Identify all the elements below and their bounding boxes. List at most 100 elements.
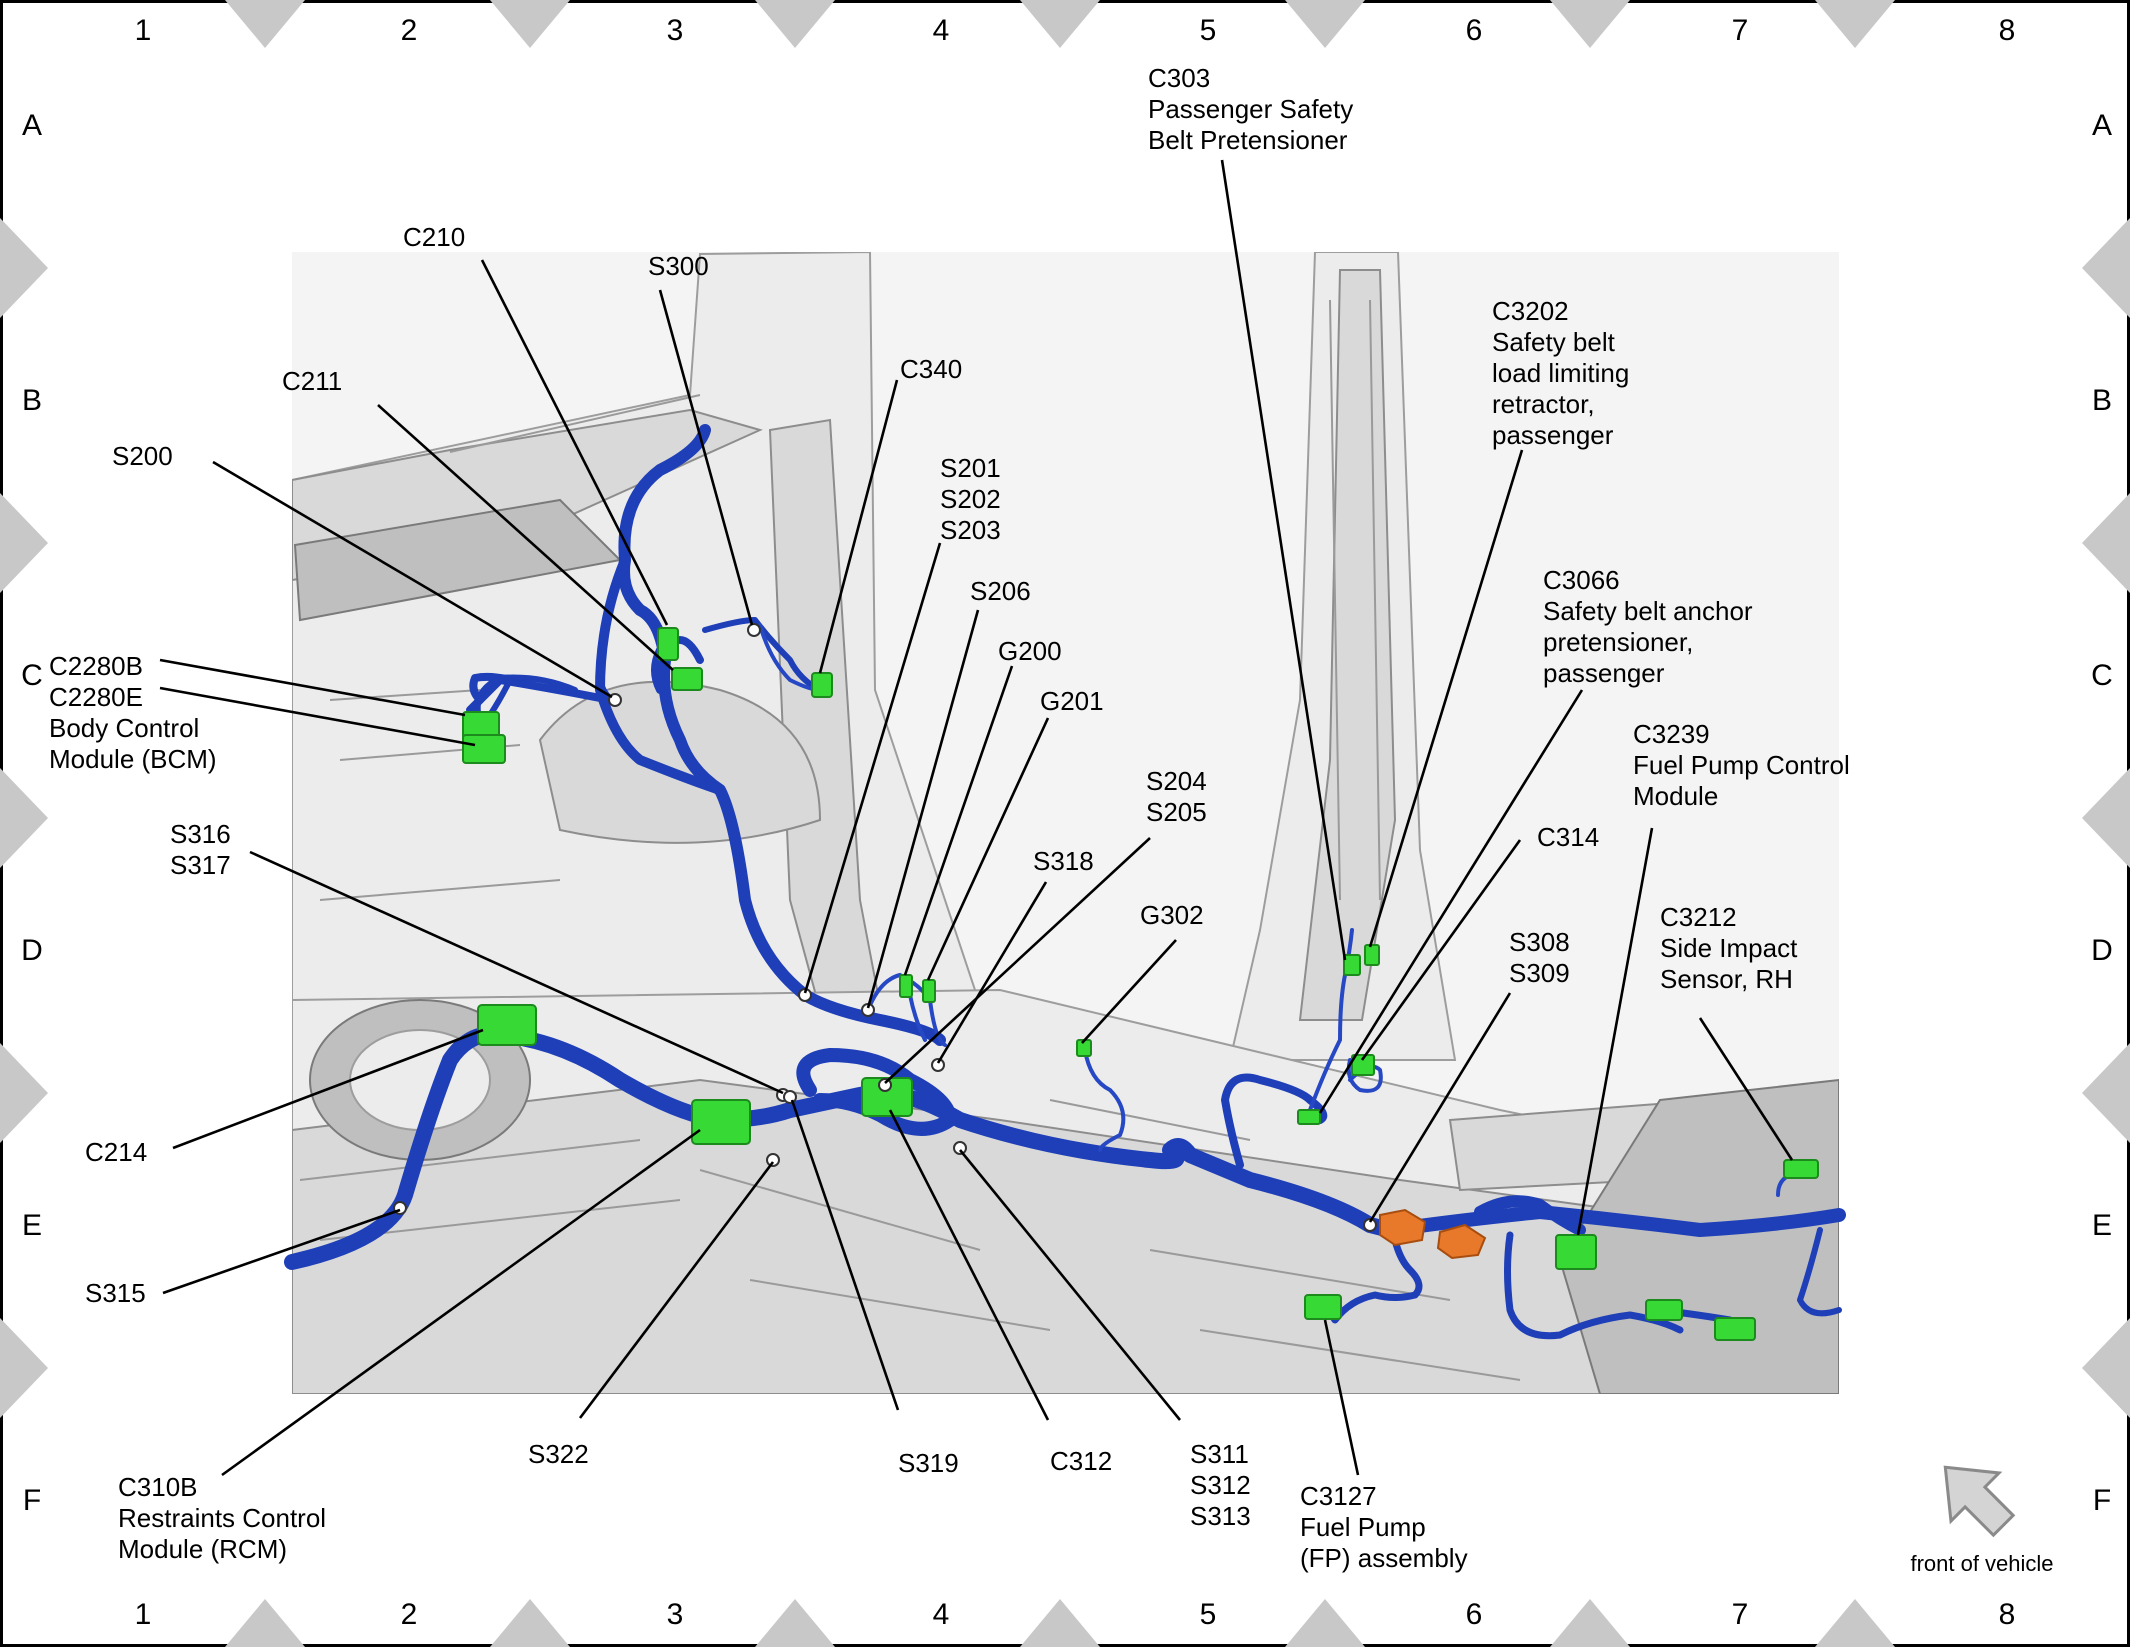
svg-text:S315: S315 [85,1278,146,1308]
svg-text:C2280B: C2280B [49,651,143,681]
svg-text:S309: S309 [1509,958,1570,988]
grid-row-e: E [2092,1209,2112,1242]
svg-text:Sensor, RH: Sensor, RH [1660,964,1793,994]
svg-text:S206: S206 [970,576,1031,606]
grid-row-labels-left: A B C D E F [21,109,43,1517]
callout-s200: S200 [112,441,173,471]
callout-s322: S322 [528,1439,589,1469]
callout-s300: S300 [648,251,709,281]
svg-text:C3202: C3202 [1492,296,1569,326]
leader-lines [159,159,1794,1477]
svg-text:C211: C211 [282,366,342,396]
svg-text:Fuel Pump: Fuel Pump [1300,1512,1426,1542]
splice-s319 [783,1090,797,1104]
splice-s300 [747,623,761,637]
svg-text:C2280E: C2280E [49,682,143,712]
callout-s206: S206 [970,576,1031,606]
connector-c340 [811,672,833,698]
grid-col-1: 1 [135,14,152,47]
svg-text:S203: S203 [940,515,1001,545]
svg-text:S205: S205 [1146,797,1207,827]
grid-col-3: 3 [667,14,684,47]
svg-text:pretensioner,: pretensioner, [1543,627,1693,657]
svg-text:Module (RCM): Module (RCM) [118,1534,287,1564]
connector-c3127 [1304,1294,1342,1320]
svg-text:Module (BCM): Module (BCM) [49,744,217,774]
svg-text:C310B: C310B [118,1472,198,1502]
svg-text:C3127: C3127 [1300,1481,1377,1511]
connector-c214 [477,1004,537,1046]
callout-c3212: C3212 Side Impact Sensor, RH [1660,902,1798,994]
svg-text:S312: S312 [1190,1470,1251,1500]
callout-labels: C303 Passenger Safety Belt Pretensioner … [49,63,1850,1573]
svg-text:Fuel Pump Control: Fuel Pump Control [1633,750,1850,780]
svg-text:retractor,: retractor, [1492,389,1595,419]
callout-c210: C210 [403,222,465,252]
svg-text:C3239: C3239 [1633,719,1710,749]
arrow-icon [1943,1465,2016,1538]
grid-col-6: 6 [1466,14,1483,47]
grid-column-labels-top: 1 2 3 4 5 6 7 8 [135,14,2016,47]
svg-text:G200: G200 [998,636,1062,666]
callout-s308-s309: S308 S309 [1509,927,1570,988]
connector-c3239 [1555,1234,1597,1270]
svg-text:S319: S319 [898,1448,959,1478]
connector-c303 [1343,954,1361,976]
grommet-b [1436,1223,1487,1260]
vehicle-body-illustration [292,252,1839,1394]
orientation-label: front of vehicle [1910,1551,2053,1576]
svg-text:(FP) assembly: (FP) assembly [1300,1543,1468,1573]
splice-s311 [953,1141,967,1155]
grid-col-4: 4 [933,1598,950,1631]
svg-text:S318: S318 [1033,846,1094,876]
callout-c214: C214 [85,1137,147,1167]
svg-text:S316: S316 [170,819,231,849]
connector-c310b [691,1099,751,1145]
svg-text:G201: G201 [1040,686,1104,716]
orientation-indicator: front of vehicle [1910,1465,2054,1576]
grid-row-b: B [2092,384,2112,417]
callout-c310b: C310B Restraints Control Module (RCM) [118,1472,326,1564]
connector-c211 [671,667,703,691]
grid-row-b: B [22,384,42,417]
connector-c3202 [1364,944,1380,966]
connector-c2280e [462,734,506,764]
grid-col-4: 4 [933,14,950,47]
svg-text:C314: C314 [1537,822,1599,852]
connectors [462,627,1819,1341]
connector-c3066 [1297,1109,1321,1125]
grid-row-e: E [22,1209,42,1242]
grid-col-7: 7 [1732,1598,1749,1631]
svg-text:Safety belt: Safety belt [1492,327,1616,357]
splice-s322 [766,1153,780,1167]
svg-text:G302: G302 [1140,900,1204,930]
callout-c2280: C2280B C2280E Body Control Module (BCM) [49,651,217,774]
callout-s319: S319 [898,1448,959,1478]
svg-text:passenger: passenger [1492,420,1614,450]
svg-text:C340: C340 [900,354,962,384]
grid-col-6: 6 [1466,1598,1483,1631]
connector-c3212 [1783,1159,1819,1179]
svg-text:S202: S202 [940,484,1001,514]
grid-row-c: C [2091,659,2113,692]
callout-c3066: C3066 Safety belt anchor pretensioner, p… [1543,565,1753,688]
svg-text:C210: C210 [403,222,465,252]
grid-col-5: 5 [1200,1598,1217,1631]
svg-text:S204: S204 [1146,766,1207,796]
callout-c312: C312 [1050,1446,1112,1476]
svg-text:C3212: C3212 [1660,902,1737,932]
svg-text:S313: S313 [1190,1501,1251,1531]
grid-row-f: F [23,1484,41,1517]
callout-s315: S315 [85,1278,146,1308]
svg-text:S201: S201 [940,453,1001,483]
grid-row-f: F [2093,1484,2111,1517]
svg-text:Body Control: Body Control [49,713,199,743]
grid-col-3: 3 [667,1598,684,1631]
svg-text:C312: C312 [1050,1446,1112,1476]
grid-col-7: 7 [1732,14,1749,47]
callout-s318: S318 [1033,846,1094,876]
grid-col-8: 8 [1999,1598,2016,1631]
